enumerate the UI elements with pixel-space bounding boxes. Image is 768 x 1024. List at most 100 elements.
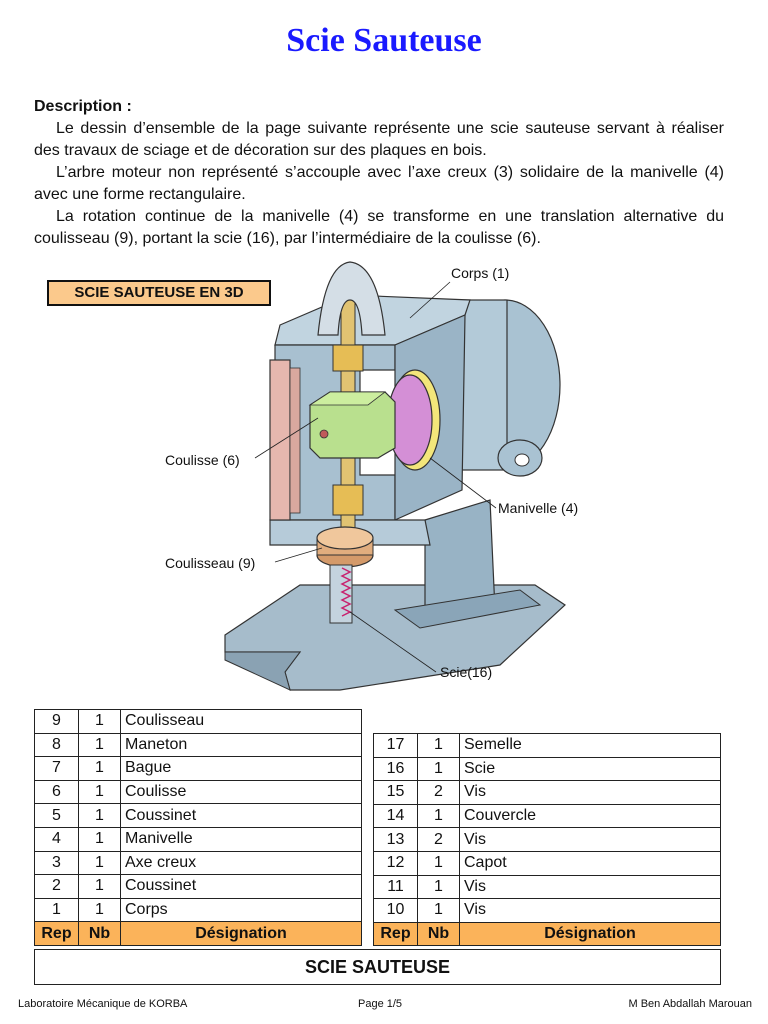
- cell-nb: 1: [78, 850, 121, 876]
- slider-ring-top: [316, 526, 374, 550]
- cell-nb: 1: [78, 756, 121, 781]
- description-paragraph-2: L’arbre moteur non représenté s’accouple…: [34, 164, 724, 203]
- cell-designation: Axe creux: [120, 850, 362, 876]
- slider-pin: [319, 429, 329, 439]
- cell-nb: 1: [417, 803, 460, 829]
- cell-designation: Corps: [120, 897, 362, 923]
- page-title: Scie Sauteuse: [286, 22, 482, 59]
- cell-rep: 12: [373, 850, 418, 876]
- top-cap: [317, 261, 386, 336]
- cell-nb: 1: [417, 898, 460, 923]
- cell-designation: Semelle: [459, 733, 721, 758]
- callout-scie: Scie(16): [440, 664, 493, 680]
- cell-designation: Manivelle: [120, 826, 362, 852]
- header-nb: Nb: [417, 921, 460, 947]
- header-rep: Rep: [34, 921, 79, 946]
- jigsaw-3d-drawing: [224, 261, 566, 691]
- cell-rep: 15: [373, 780, 418, 805]
- header-rep: Rep: [373, 921, 418, 947]
- base-plate-edge: [224, 651, 301, 691]
- cell-rep: 8: [34, 732, 79, 758]
- cell-designation: Vis: [459, 898, 721, 923]
- leader-corps: [409, 281, 451, 319]
- cell-designation: Vis: [459, 780, 721, 805]
- saw-blade-teeth: [340, 567, 352, 617]
- cell-nb: 1: [78, 897, 121, 923]
- cell-nb: 1: [78, 826, 121, 852]
- cell-nb: 1: [417, 733, 460, 758]
- pedestal-foot: [393, 589, 542, 629]
- cell-designation: Couvercle: [459, 803, 721, 829]
- header-nb: Nb: [78, 921, 121, 946]
- cell-nb: 1: [417, 850, 460, 876]
- motor-lug-hole: [514, 453, 530, 467]
- cell-designation: Maneton: [120, 732, 362, 758]
- description-heading: Description :: [34, 98, 132, 115]
- cell-rep: 9: [34, 709, 79, 734]
- assembly-name: SCIE SAUTEUSE: [34, 949, 721, 985]
- cell-designation: Coulisse: [120, 779, 362, 805]
- callout-manivelle: Manivelle (4): [498, 500, 579, 516]
- cell-nb: 1: [78, 803, 121, 828]
- cell-rep: 14: [373, 803, 418, 829]
- cell-designation: Scie: [459, 756, 721, 782]
- cell-designation: Vis: [459, 827, 721, 852]
- cell-designation: Coussinet: [120, 803, 362, 828]
- cover-plate: [269, 359, 291, 521]
- cell-rep: 10: [373, 898, 418, 923]
- saw-blade-holder: [329, 564, 353, 624]
- cell-nb: 1: [78, 874, 121, 899]
- lower-bushing: [332, 484, 364, 516]
- cell-rep: 11: [373, 874, 418, 900]
- cell-rep: 7: [34, 756, 79, 781]
- cell-nb: 1: [78, 709, 121, 734]
- cover-inner: [289, 367, 301, 514]
- cell-nb: 1: [78, 732, 121, 758]
- cell-designation: Bague: [120, 756, 362, 781]
- cell-rep: 6: [34, 779, 79, 805]
- cell-rep: 5: [34, 803, 79, 828]
- upper-bushing: [332, 344, 364, 372]
- footer-page: Page 1/5: [358, 998, 403, 1010]
- cell-designation: Coulisseau: [120, 709, 362, 734]
- cell-rep: 13: [373, 827, 418, 852]
- cell-rep: 1: [34, 897, 79, 923]
- description-paragraph-1: Le dessin d’ensemble de la page suivante…: [34, 120, 724, 159]
- cell-rep: 3: [34, 850, 79, 876]
- description: Description : Le dessin d’ensemble de la…: [34, 96, 724, 250]
- slider-block-top: [308, 391, 387, 406]
- leader-manivelle: [429, 457, 497, 509]
- cell-designation: Coussinet: [120, 874, 362, 899]
- callout-coulisse: Coulisse (6): [165, 452, 240, 468]
- cell-rep: 2: [34, 874, 79, 899]
- cell-nb: 1: [417, 874, 460, 900]
- description-paragraph-3: La rotation continue de la manivelle (4)…: [34, 208, 724, 247]
- leader-scie: [349, 611, 437, 673]
- cell-designation: Capot: [459, 850, 721, 876]
- cell-nb: 1: [78, 779, 121, 805]
- cell-rep: 17: [373, 733, 418, 758]
- cell-designation: Vis: [459, 874, 721, 900]
- footer-left: Laboratoire Mécanique de KORBA: [18, 998, 188, 1010]
- leader-coulisse: [254, 417, 319, 459]
- cell-nb: 1: [417, 756, 460, 782]
